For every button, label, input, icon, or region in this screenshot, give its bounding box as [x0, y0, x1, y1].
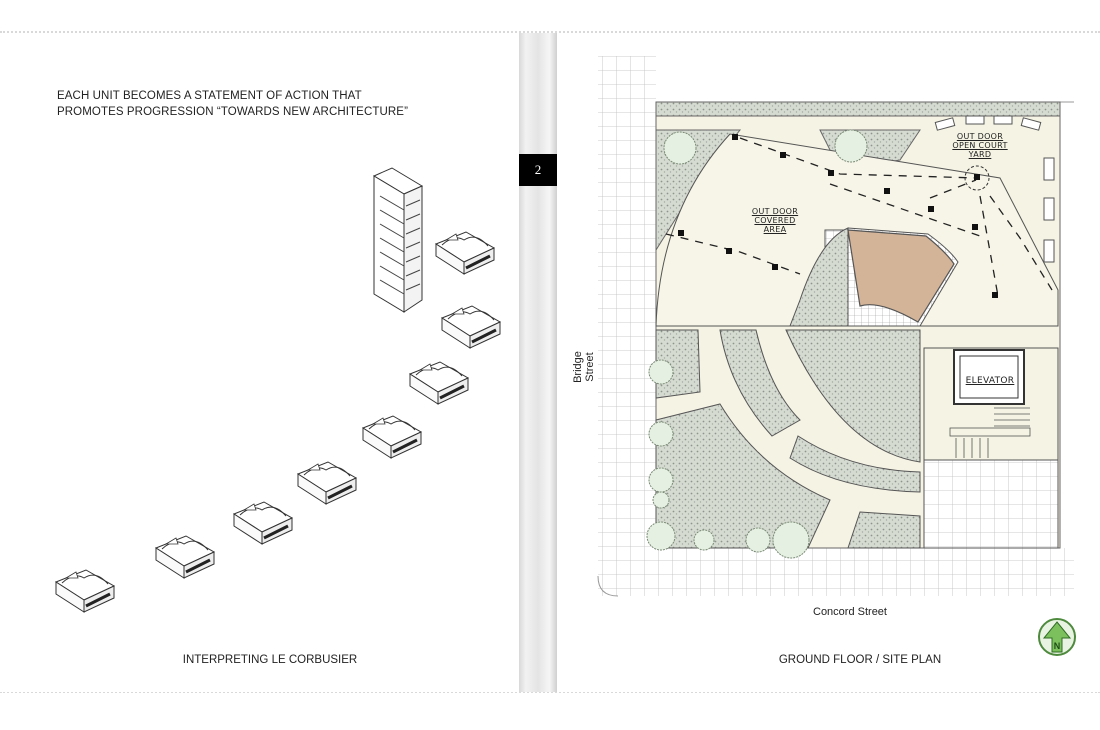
covered-area-label: OUT DOOR COVERED AREA: [751, 207, 799, 234]
concord-street-sidewalk: [598, 548, 1074, 596]
top-dotted-rule: [0, 31, 1100, 33]
page-number: 2: [519, 154, 557, 186]
bridge-street-sidewalk: [598, 56, 656, 596]
heading-line-1: EACH UNIT BECOMES A STATEMENT OF ACTION …: [57, 90, 362, 102]
site-plan: [597, 56, 1076, 656]
page-heading: EACH UNIT BECOMES A STATEMENT OF ACTION …: [57, 88, 477, 120]
gravel-strip: [655, 101, 1061, 117]
left-caption: INTERPRETING LE CORBUSIER: [182, 654, 358, 666]
bottom-dotted-rule: [0, 691, 1100, 693]
heading-line-2: PROMOTES PROGRESSION “TOWARDS NEW ARCHIT…: [57, 106, 408, 118]
book-spine: [519, 33, 557, 692]
right-caption: GROUND FLOOR / SITE PLAN: [778, 654, 942, 666]
north-label: N: [1053, 641, 1061, 651]
outdoor-court-label: OUT DOOR OPEN COURT YARD: [952, 132, 1008, 159]
elevator-box: [953, 349, 1025, 405]
concord-street-label: Concord Street: [813, 606, 887, 618]
trees: [646, 129, 868, 559]
elevator-label: ELEVATOR: [965, 376, 1015, 386]
terracotta-pavilion: [847, 229, 955, 323]
north-arrow-icon: [1038, 618, 1076, 656]
le-corbusier-axonometric: [54, 167, 502, 614]
tower-building: [372, 167, 424, 313]
bridge-street-label: Bridge Street: [572, 351, 596, 383]
